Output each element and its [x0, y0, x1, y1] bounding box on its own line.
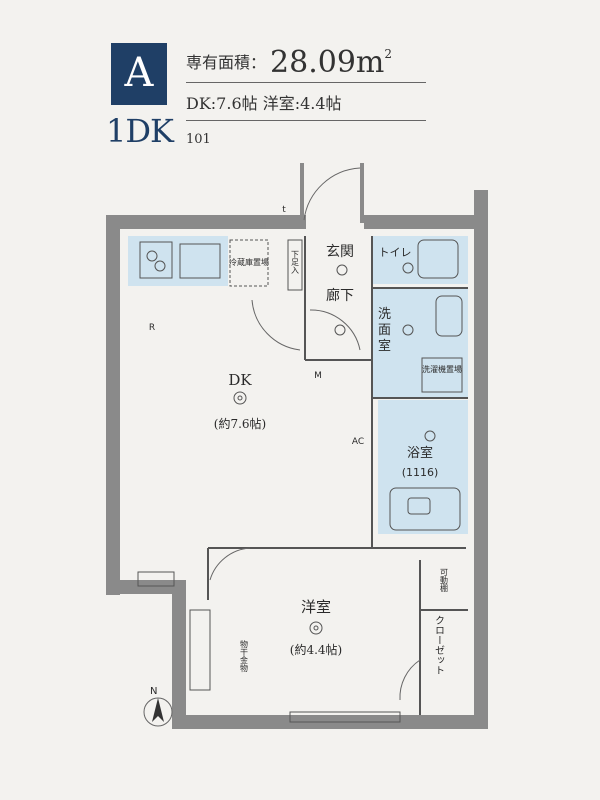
- area-value: 28.09m2: [270, 45, 392, 80]
- t-label: t: [282, 205, 286, 215]
- area-label: 専有面積：: [186, 53, 267, 72]
- ceiling-lights: [233, 262, 436, 635]
- stove-icon: [139, 241, 173, 279]
- dk-size: (約7.6帖): [214, 416, 266, 431]
- shoe-box-label: 下足入: [291, 250, 300, 274]
- divider-2: [186, 120, 426, 121]
- shoe-box: [287, 239, 303, 291]
- bath-size: (1116): [402, 466, 439, 479]
- western-label: 洋室: [301, 598, 331, 616]
- fridge-label: 冷蔵庫置場: [229, 257, 269, 267]
- ac-label: AC: [352, 437, 364, 447]
- washroom-label: 洗面室: [378, 307, 391, 354]
- movable-shelf-label: 可動棚: [440, 568, 449, 593]
- area-number: 28.09: [270, 45, 356, 80]
- window-dk: [137, 571, 175, 587]
- bath-label: 浴室: [407, 445, 433, 461]
- toilet-icon: [417, 239, 459, 279]
- inner-walls: [207, 236, 468, 715]
- layout-type: 1DK: [106, 112, 174, 150]
- closet-label: クローゼット: [433, 615, 445, 675]
- fridge-space: [229, 239, 269, 287]
- outer-walls: [106, 163, 488, 729]
- area-sup: 2: [384, 47, 392, 61]
- storage-label: 物干金物: [240, 639, 249, 673]
- dk-label: DK: [228, 371, 252, 389]
- western-size: (約4.4帖): [290, 642, 342, 657]
- window-west: [189, 609, 211, 691]
- washer-label: 洗濯機置場: [422, 364, 462, 374]
- rooms-summary: DK:7.6帖 洋室:4.4帖: [186, 94, 342, 113]
- fixtures: [137, 239, 463, 723]
- door-swings: [209, 167, 421, 701]
- plan-type-badge: A: [111, 43, 167, 105]
- window-south: [289, 711, 401, 723]
- area-line: 専有面積：28.09m2: [186, 45, 392, 80]
- wash-basin-icon: [435, 295, 463, 337]
- north-arrow-icon: N: [143, 686, 173, 727]
- wet-areas: [128, 236, 468, 534]
- toilet-label: トイレ: [379, 246, 412, 259]
- north-label: N: [150, 686, 157, 697]
- washer-space: [421, 357, 463, 393]
- divider-1: [186, 82, 426, 83]
- hallway-label: 廊下: [326, 287, 354, 304]
- area-unit: m: [355, 45, 385, 80]
- unit-number: 101: [186, 132, 211, 147]
- bathtub-icon: [389, 487, 461, 531]
- entrance-label: 玄関: [326, 243, 354, 260]
- sink-icon: [179, 243, 221, 279]
- r-label: R: [149, 323, 155, 333]
- m-label: M: [314, 371, 322, 381]
